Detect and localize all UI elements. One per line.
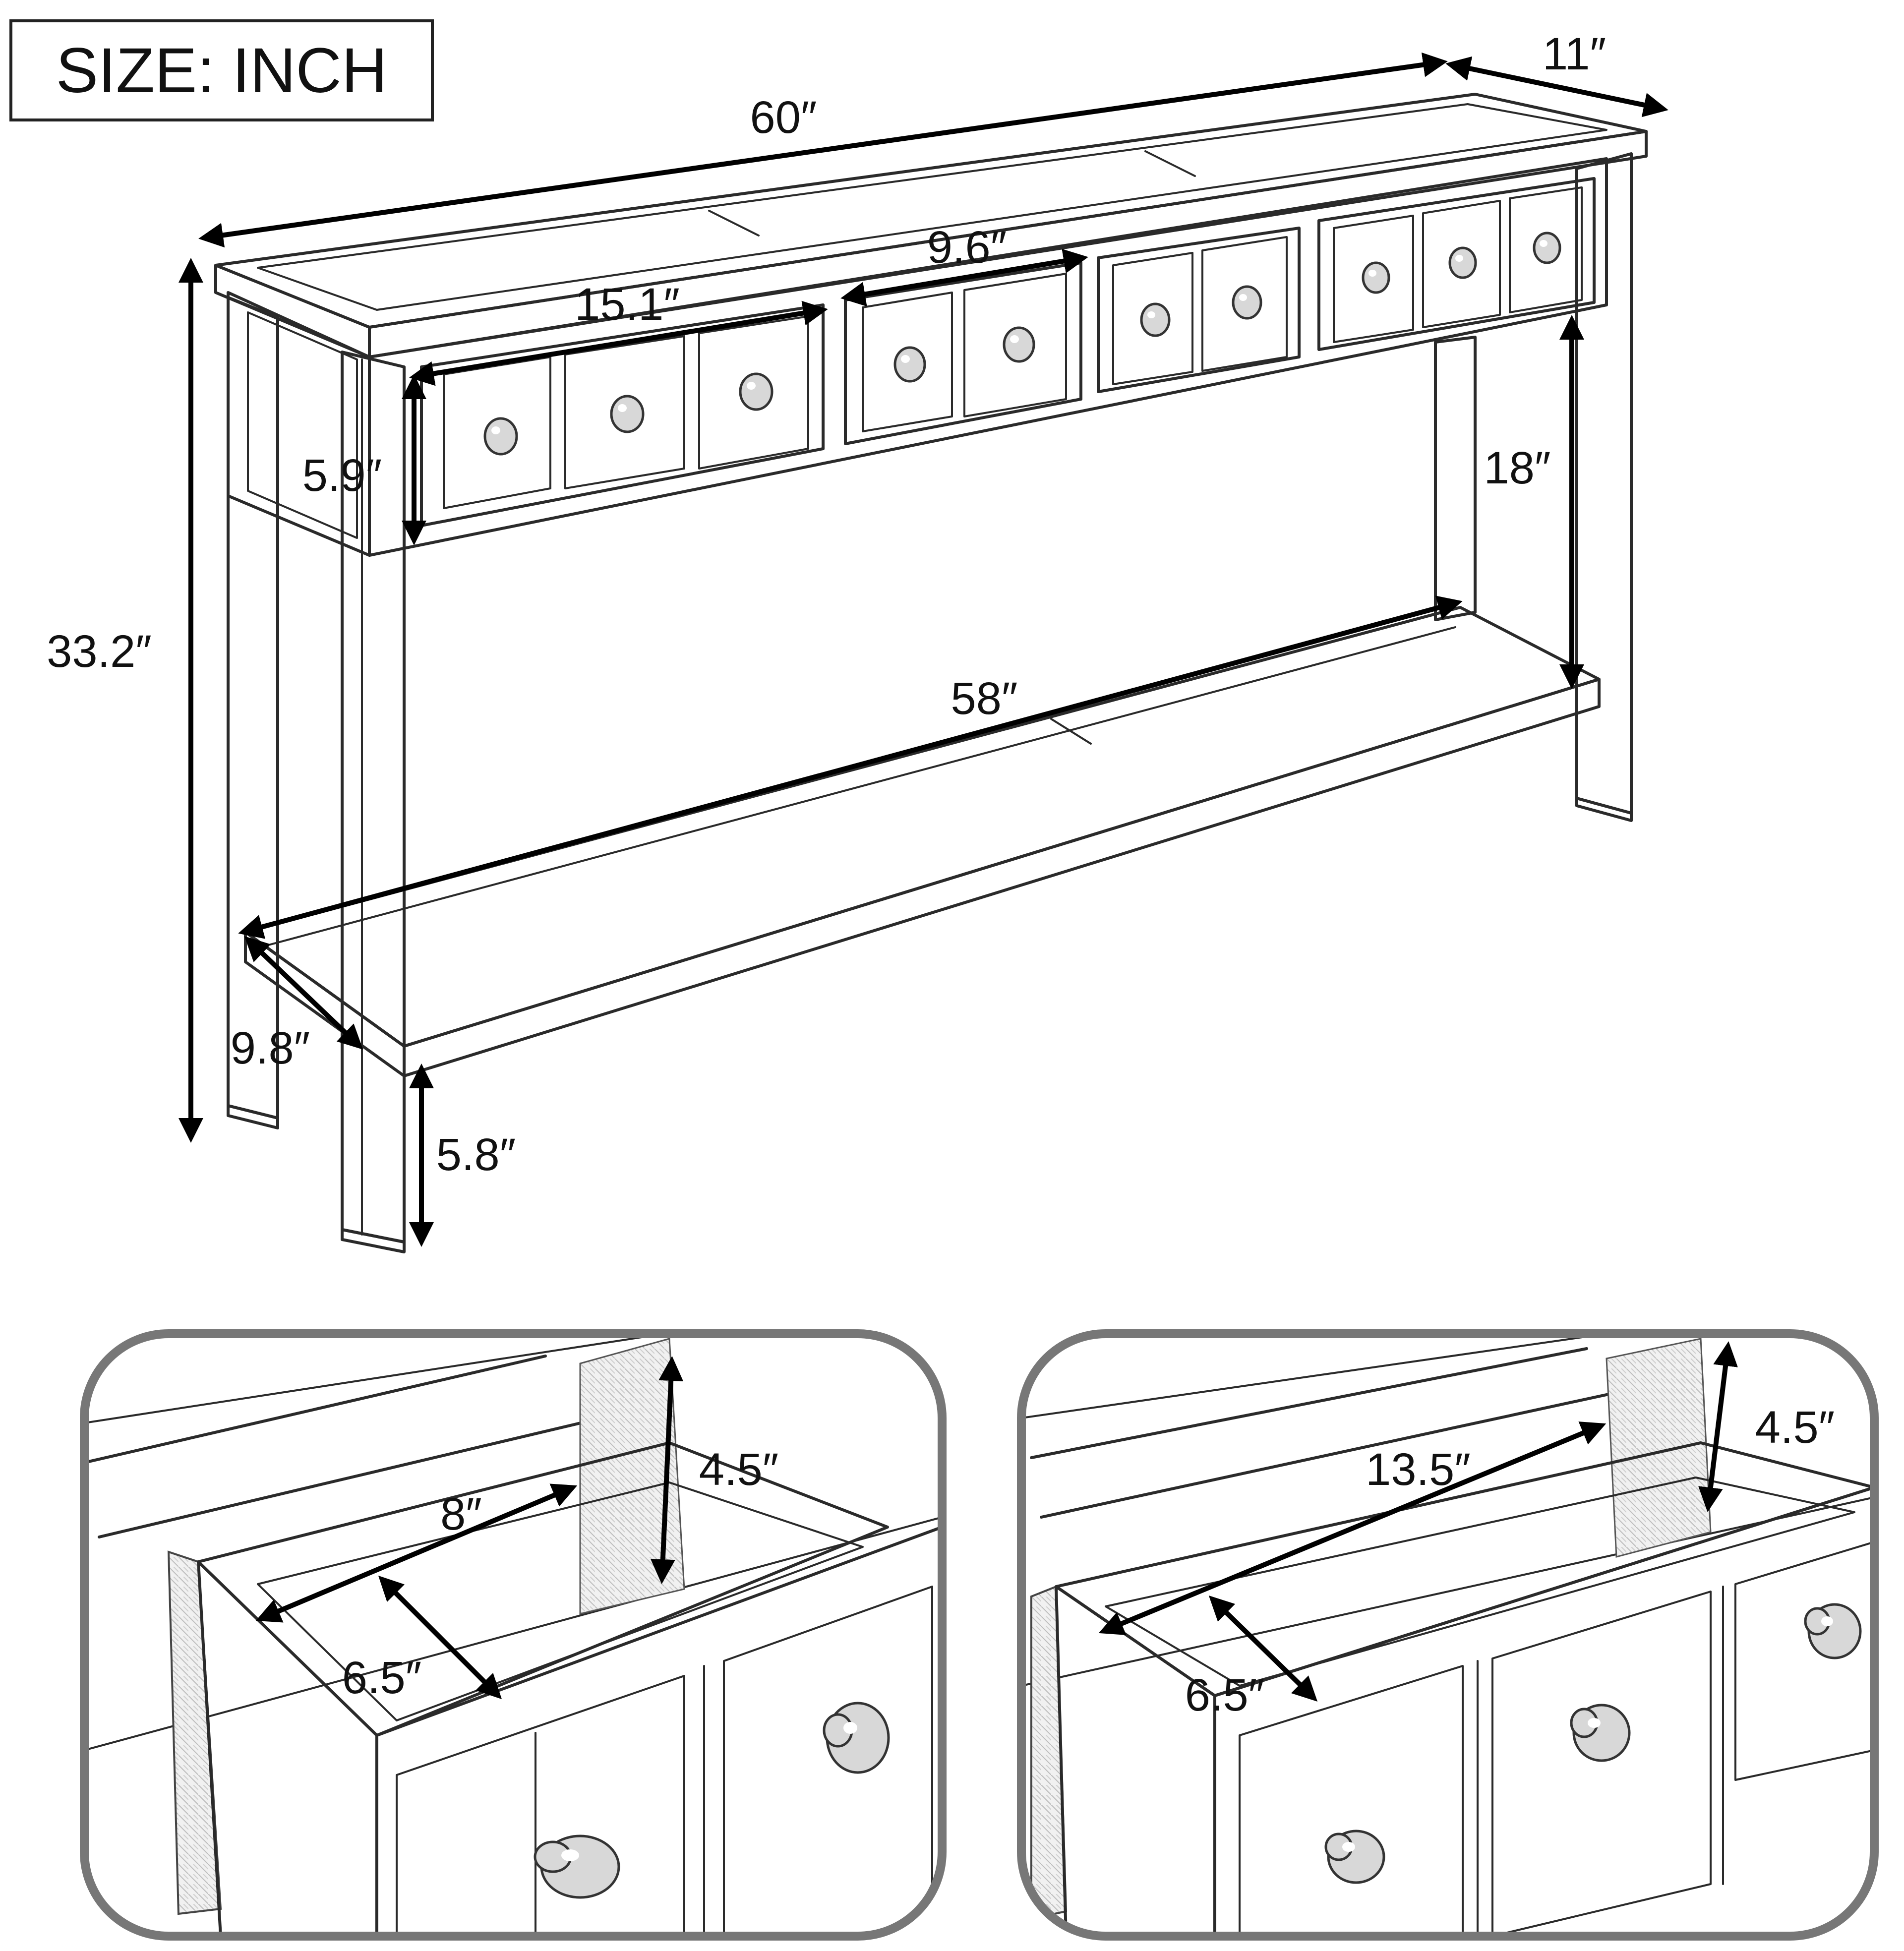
shelf-depth-label: 9.8″	[231, 1023, 310, 1073]
detail-panel-left: 8″ 4.5″ 6.5″	[80, 1329, 947, 1941]
large-drawer-width-label: 15.1″	[575, 279, 680, 330]
size-label: SIZE: INCH	[56, 35, 388, 106]
left-drawer-height-label: 4.5″	[699, 1444, 778, 1495]
drawer-height-label: 5.9″	[302, 450, 382, 501]
right-drawer-depth-label: 6.5″	[1185, 1670, 1264, 1720]
small-drawer-width-label: 9.6″	[927, 222, 1007, 273]
dimension-arrows	[178, 52, 1668, 1247]
overall-length-label: 60″	[750, 92, 817, 143]
leg-clearance-label: 5.8″	[436, 1129, 516, 1180]
drawer-knobs	[483, 232, 1561, 456]
overall-depth-label: 11″	[1543, 29, 1606, 79]
drawer-group-3	[1097, 227, 1301, 393]
lower-shelf	[244, 606, 1601, 1077]
shelf-clearance-label: 18″	[1484, 443, 1551, 493]
dimension-labels: 60″ 11″ 33.2″ 15.1″ 9.6″ 5.9″ 18″ 58″ 9.…	[47, 29, 1606, 1180]
overall-height-label: 33.2″	[47, 626, 152, 677]
front-legs	[227, 296, 406, 1253]
left-drawer-depth-label: 6.5″	[342, 1653, 421, 1703]
shelf-length-label: 58″	[951, 673, 1018, 724]
right-drawer-height-label: 4.5″	[1755, 1402, 1835, 1453]
detail-panel-right: 13.5″ 4.5″ 6.5″	[1017, 1329, 1879, 1941]
right-drawer-width-label: 13.5″	[1366, 1444, 1471, 1495]
left-drawer-width-label: 8″	[440, 1489, 482, 1539]
